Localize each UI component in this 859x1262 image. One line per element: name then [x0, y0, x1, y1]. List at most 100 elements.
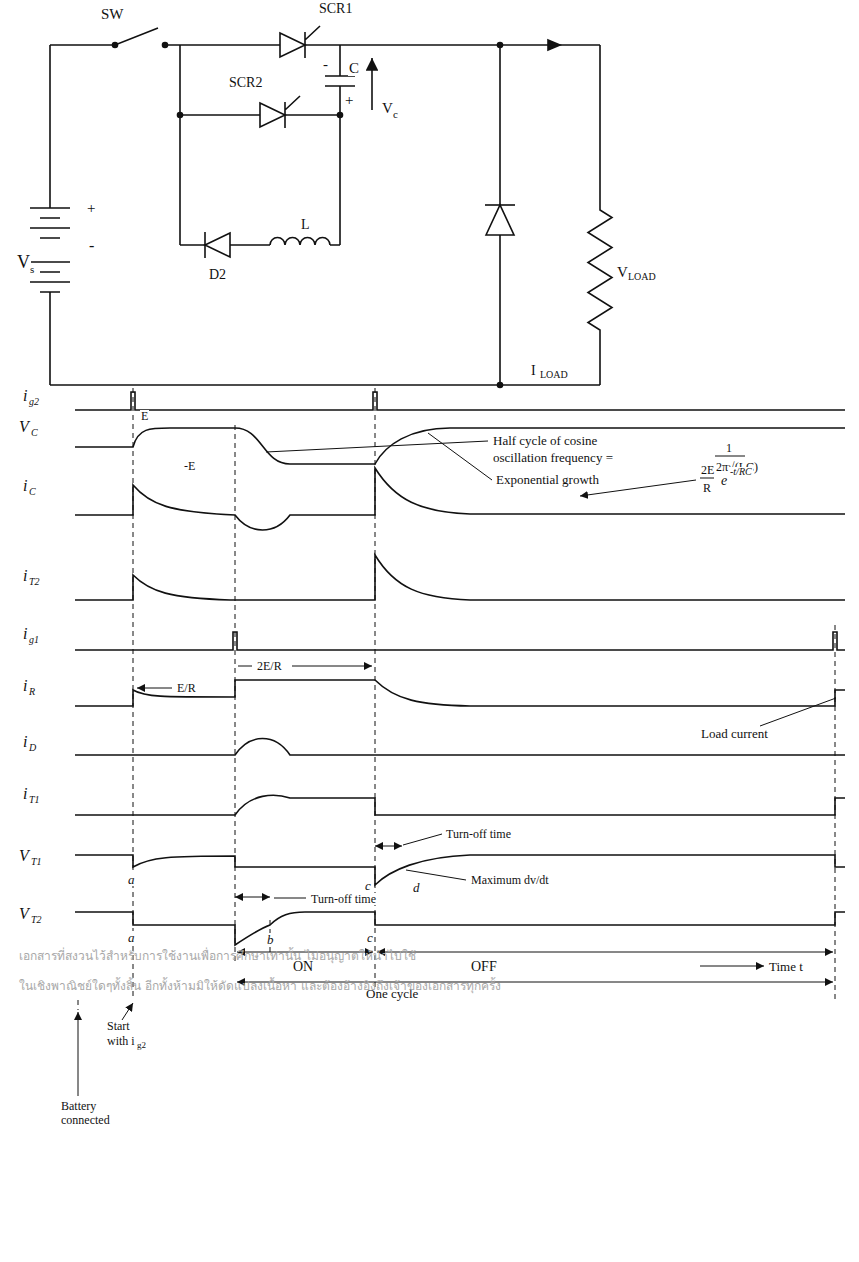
- point-label: c: [366, 931, 374, 944]
- note: Turn-off time: [445, 828, 512, 840]
- part-label: D2: [208, 268, 227, 282]
- waveform-ig1: [75, 632, 845, 650]
- note: Battery: [60, 1100, 97, 1112]
- note: Half cycle of cosine: [492, 434, 598, 447]
- leader-line: [403, 834, 442, 845]
- polarity-mark: -: [88, 238, 95, 254]
- part-label: SCR1: [318, 2, 353, 16]
- battery-symbol: [30, 208, 70, 292]
- scr-symbol: [285, 96, 300, 128]
- note: 1: [725, 442, 733, 454]
- signal-name: V: [18, 419, 30, 435]
- leader-lines: [78, 433, 836, 1096]
- switch-contact: [113, 43, 118, 48]
- diode-symbol: [205, 233, 230, 257]
- subscript: T1: [30, 857, 43, 867]
- wire: [430, 44, 600, 46]
- note: 2E: [700, 464, 715, 476]
- diode-symbol: [204, 232, 206, 258]
- waveforms: [75, 392, 845, 945]
- watermark: ในเชิงพาณิชย์ใดๆทั้งสิ้น อีกทั้งห้ามมิให…: [18, 980, 502, 992]
- point-label: b: [266, 933, 275, 946]
- note: Start: [106, 1020, 131, 1032]
- scr-symbol: [260, 103, 285, 127]
- waveform-it1: [75, 795, 845, 815]
- scr-symbol: [280, 33, 305, 57]
- switch-label: SW: [100, 7, 125, 22]
- subscript: LOAD: [627, 272, 657, 282]
- off-bracket: [377, 952, 833, 953]
- timing-guides: [78, 388, 835, 1010]
- phase-label: OFF: [470, 960, 498, 974]
- point-label: a: [127, 873, 136, 886]
- point-label: a: [127, 931, 136, 944]
- time-axis-arrow: [700, 966, 764, 967]
- waveform-it2: [75, 555, 845, 600]
- leader-line: [406, 870, 466, 880]
- subscript: R: [28, 687, 36, 697]
- schematic: [30, 26, 612, 388]
- junction: [338, 113, 343, 118]
- leader-line: [274, 898, 306, 899]
- note: with i: [106, 1035, 136, 1047]
- subscript: c: [392, 109, 399, 120]
- resistor-symbol: [588, 45, 612, 385]
- subscript: T1: [28, 795, 41, 805]
- diode-symbol: [486, 205, 514, 235]
- part-label: C: [348, 61, 360, 76]
- signal-name: I: [530, 364, 537, 378]
- waveform-ic: [75, 468, 845, 530]
- leader-line: [78, 1012, 79, 1096]
- level-label: -E: [183, 460, 196, 472]
- subscript: g2: [28, 397, 40, 407]
- waveform-vc: [75, 428, 845, 464]
- leader-line: [266, 441, 488, 452]
- wire: [179, 45, 181, 245]
- note: connected: [60, 1114, 111, 1126]
- point-label: c: [364, 879, 372, 892]
- inductor-symbol: [270, 238, 330, 245]
- waveform-id: [75, 739, 845, 756]
- level-label: 2E/R: [256, 660, 283, 672]
- leader-line: [760, 698, 836, 726]
- turn-off-bracket: [375, 846, 402, 847]
- switch-contact: [163, 43, 168, 48]
- leader-line: [122, 1003, 133, 1020]
- subscript: T2: [28, 577, 41, 587]
- scr-symbol: [305, 26, 320, 58]
- phase-label: ON: [292, 960, 314, 974]
- subscript: g2: [136, 1041, 147, 1050]
- current-arrow: [548, 40, 560, 50]
- diode-symbol: [485, 204, 515, 206]
- waveform-vt1: [75, 855, 845, 885]
- waveform-ir: [75, 680, 845, 706]
- point-label: d: [412, 881, 421, 894]
- junction: [498, 383, 503, 388]
- dimension-arrows: [137, 456, 833, 982]
- waveform-vt2: [75, 912, 845, 945]
- voltage-arrow: [371, 58, 373, 110]
- signal-name: V: [18, 906, 30, 922]
- turn-off-bracket: [235, 897, 270, 898]
- note: -t/RC: [729, 467, 753, 477]
- subscript: C: [30, 428, 39, 438]
- fraction-bar: [715, 456, 745, 457]
- note: Load current: [700, 727, 769, 740]
- subscript: D: [28, 743, 37, 753]
- note: e: [720, 474, 728, 488]
- dashed-guide: [78, 388, 835, 1010]
- signal-name: V: [18, 848, 30, 864]
- battery-wire: [49, 45, 51, 385]
- polarity-mark: +: [344, 93, 354, 108]
- note: R: [702, 482, 712, 494]
- wire: [50, 384, 600, 386]
- watermark: เอกสารที่สงวนไว้สำหรับการใช้งานเพื่อการศ…: [18, 950, 417, 962]
- level-label: E/R: [176, 682, 197, 694]
- level-label: E: [140, 410, 149, 422]
- subscript: C: [28, 487, 37, 497]
- polarity-mark: -: [322, 57, 329, 72]
- junction: [498, 43, 503, 48]
- waveform-ig2: [75, 392, 845, 410]
